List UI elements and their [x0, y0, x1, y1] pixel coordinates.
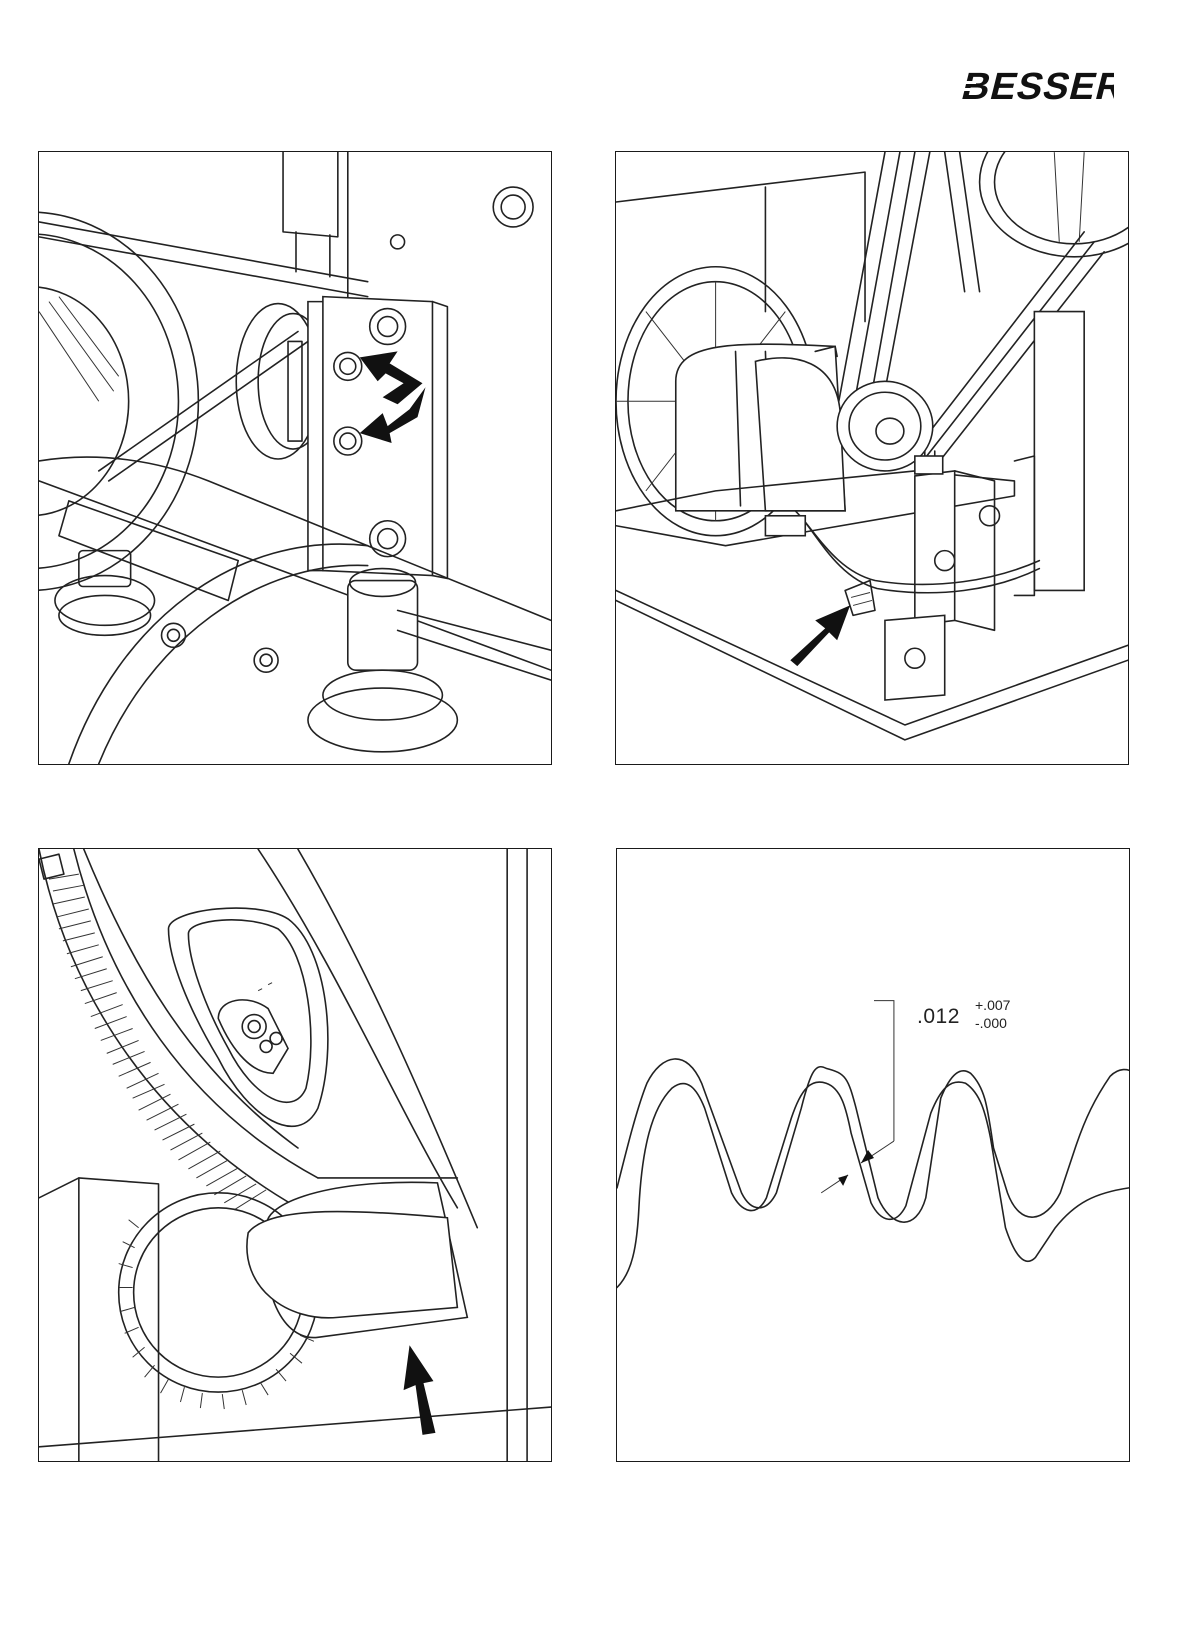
figure-gear-tooth-clearance: .012 +.007 -.000	[616, 848, 1130, 1462]
logo-lettering: BESSER	[958, 66, 1114, 104]
figure-motor-grease-fitting	[615, 151, 1129, 765]
clearance-lower-tolerance: -.000	[975, 1015, 1007, 1031]
figure-3-drawing	[39, 849, 551, 1461]
figure-bearing-bolts	[38, 151, 552, 765]
figure-gear-pinion	[38, 848, 552, 1462]
figure-4-drawing	[617, 1000, 1129, 1289]
clearance-upper-tolerance: +.007	[975, 997, 1011, 1013]
clearance-nominal-value: .012	[917, 1005, 960, 1028]
besser-logo: BESSER	[954, 66, 1114, 104]
figure-2-drawing	[616, 152, 1128, 741]
figure-1-drawing	[39, 152, 551, 764]
besser-logo-mark: BESSER	[954, 66, 1114, 104]
